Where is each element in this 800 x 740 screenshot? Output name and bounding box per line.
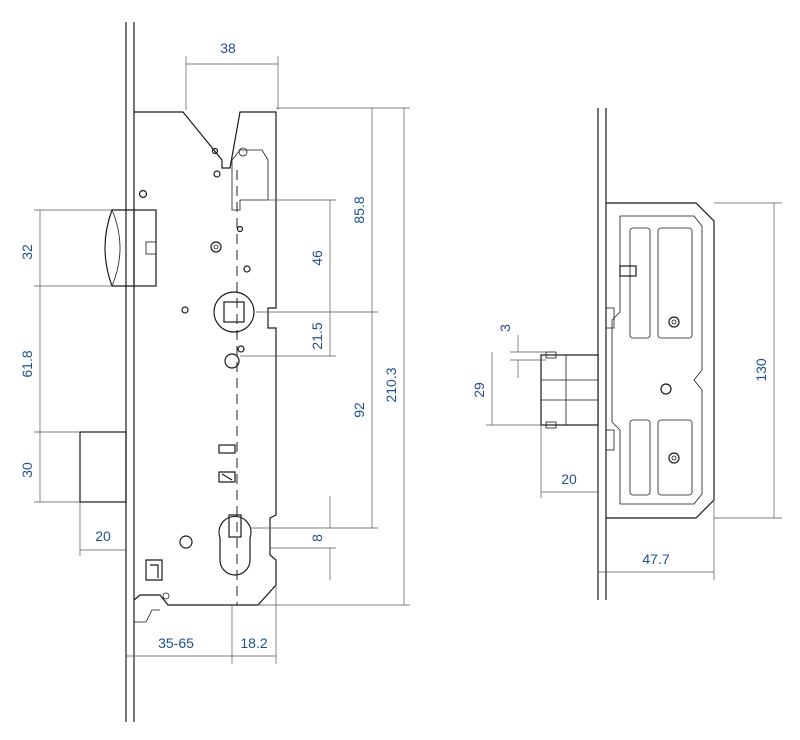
hole-6 (237, 345, 245, 353)
cylinder-profile (218, 515, 252, 576)
keep-screw-upper (668, 316, 680, 328)
follower-hub (213, 291, 255, 333)
dim-label-29: 29 (471, 382, 487, 398)
dim-label-20: 20 (95, 528, 111, 544)
keep-slot-lower-left (629, 419, 651, 496)
keep-latch-cap-bottom (545, 421, 557, 429)
keep-latch-block (540, 354, 599, 426)
keep-latch-cap-top (545, 351, 557, 359)
dim-label-47-7: 47.7 (642, 551, 669, 567)
latch-bolt (104, 209, 157, 287)
deadbolt-shape (79, 431, 127, 503)
keep-inner-outline (611, 215, 703, 505)
bottom-small-hole (162, 592, 170, 600)
screw-hole-top (138, 189, 148, 199)
keep-tab (619, 265, 637, 277)
lock-case-outline (133, 111, 277, 606)
hole-4 (243, 265, 251, 273)
case-bottom-tab (133, 600, 160, 623)
dim-label-35-65: 35-65 (158, 635, 194, 651)
hole-1 (211, 147, 219, 155)
detent-block-1 (218, 444, 236, 454)
dim-label-keep-20: 20 (561, 471, 577, 487)
keep-slot-upper-right (657, 227, 693, 339)
keep-screw-upper-inner (671, 319, 677, 325)
hole-3 (236, 225, 244, 233)
spring-hole-inner (213, 244, 219, 250)
latch-indicator (145, 559, 163, 581)
dim-label-3: 3 (497, 324, 513, 332)
dim-label-61-8: 61.8 (19, 350, 35, 377)
cylinder-cam (228, 514, 242, 538)
spring-hole (210, 241, 222, 253)
dim-label-85-8: 85.8 (351, 196, 367, 223)
dim-label-32: 32 (19, 244, 35, 260)
keep-screw-lower-inner (671, 455, 677, 461)
dim-label-8: 8 (309, 534, 325, 542)
guide-slot (231, 149, 269, 211)
pin-hole (238, 147, 248, 157)
keep-edge-tab-1 (605, 307, 615, 329)
deadbolt (79, 431, 127, 503)
hole-2 (213, 170, 221, 178)
dim-label-130: 130 (753, 358, 769, 382)
mortise-lock-body (125, 22, 277, 722)
strike-keep (540, 108, 715, 600)
dim-label-46: 46 (309, 250, 325, 266)
keep-screw-lower (668, 452, 680, 464)
keep-slot-lower-right (657, 419, 693, 496)
dim-label-92: 92 (351, 402, 367, 418)
screw-hole-bottom (179, 535, 193, 549)
detent-block-2 (218, 471, 236, 483)
keep-slot-upper-left (629, 227, 651, 339)
lever-hole (224, 353, 240, 369)
dim-label-18-2: 18.2 (240, 635, 267, 651)
keep-outer-outline (606, 202, 715, 519)
left-dimensions: 38 85.8 46 21.5 92 210.3 8 32 (19, 40, 410, 664)
keep-edge-tab-2 (605, 429, 615, 451)
latch-bolt-housing (133, 209, 157, 287)
hole-5 (181, 306, 189, 314)
dim-label-210-3: 210.3 (383, 367, 399, 402)
dim-label-38: 38 (220, 40, 236, 56)
keep-center-hole (660, 383, 672, 395)
follower-square (223, 301, 245, 323)
latch-bolt-curve (111, 209, 121, 287)
dim-label-21-5: 21.5 (309, 322, 325, 349)
latch-bolt-shape (104, 209, 134, 287)
right-dimensions: 3 29 20 130 47.7 (471, 202, 782, 580)
latch-bolt-spring (145, 241, 157, 255)
dim-label-30: 30 (19, 462, 35, 478)
